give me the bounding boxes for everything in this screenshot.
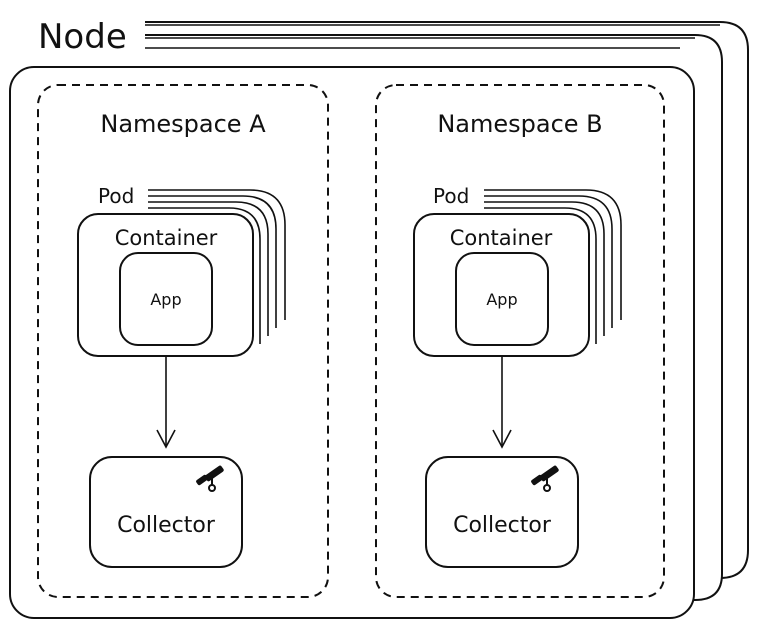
namespace-a-arrow-head [156,429,176,449]
namespace-b-pod-label: Pod [433,184,469,208]
namespace-a-title: Namespace A [100,110,266,138]
namespace-a-app-box [119,252,213,346]
namespace-b-app-box [455,252,549,346]
namespace-b-telescope-icon [531,465,559,492]
namespace-a-container-label: Container [115,226,218,250]
namespace-b-arrow-head [492,429,512,449]
namespace-a-collector-box [89,456,243,568]
namespace-b-app-label: App [486,290,517,309]
node-title: Node [38,17,127,57]
namespace-a-pod-stack-lines [148,189,286,344]
namespace-b-collector-label: Collector [453,513,552,538]
namespace-b-title: Namespace B [437,110,602,138]
namespace-b: Namespace B Pod Container App Collector [375,84,665,598]
namespace-a-app-label: App [150,290,181,309]
namespace-a-pod-label: Pod [98,184,134,208]
namespace-b-pod-stack-lines [484,189,622,344]
namespace-a-telescope-icon [196,465,224,492]
namespace-b-container-label: Container [450,226,553,250]
namespace-a: Namespace A Pod Container App Collector [37,84,329,598]
namespace-b-collector-box [425,456,579,568]
namespace-a-collector-label: Collector [117,513,216,538]
